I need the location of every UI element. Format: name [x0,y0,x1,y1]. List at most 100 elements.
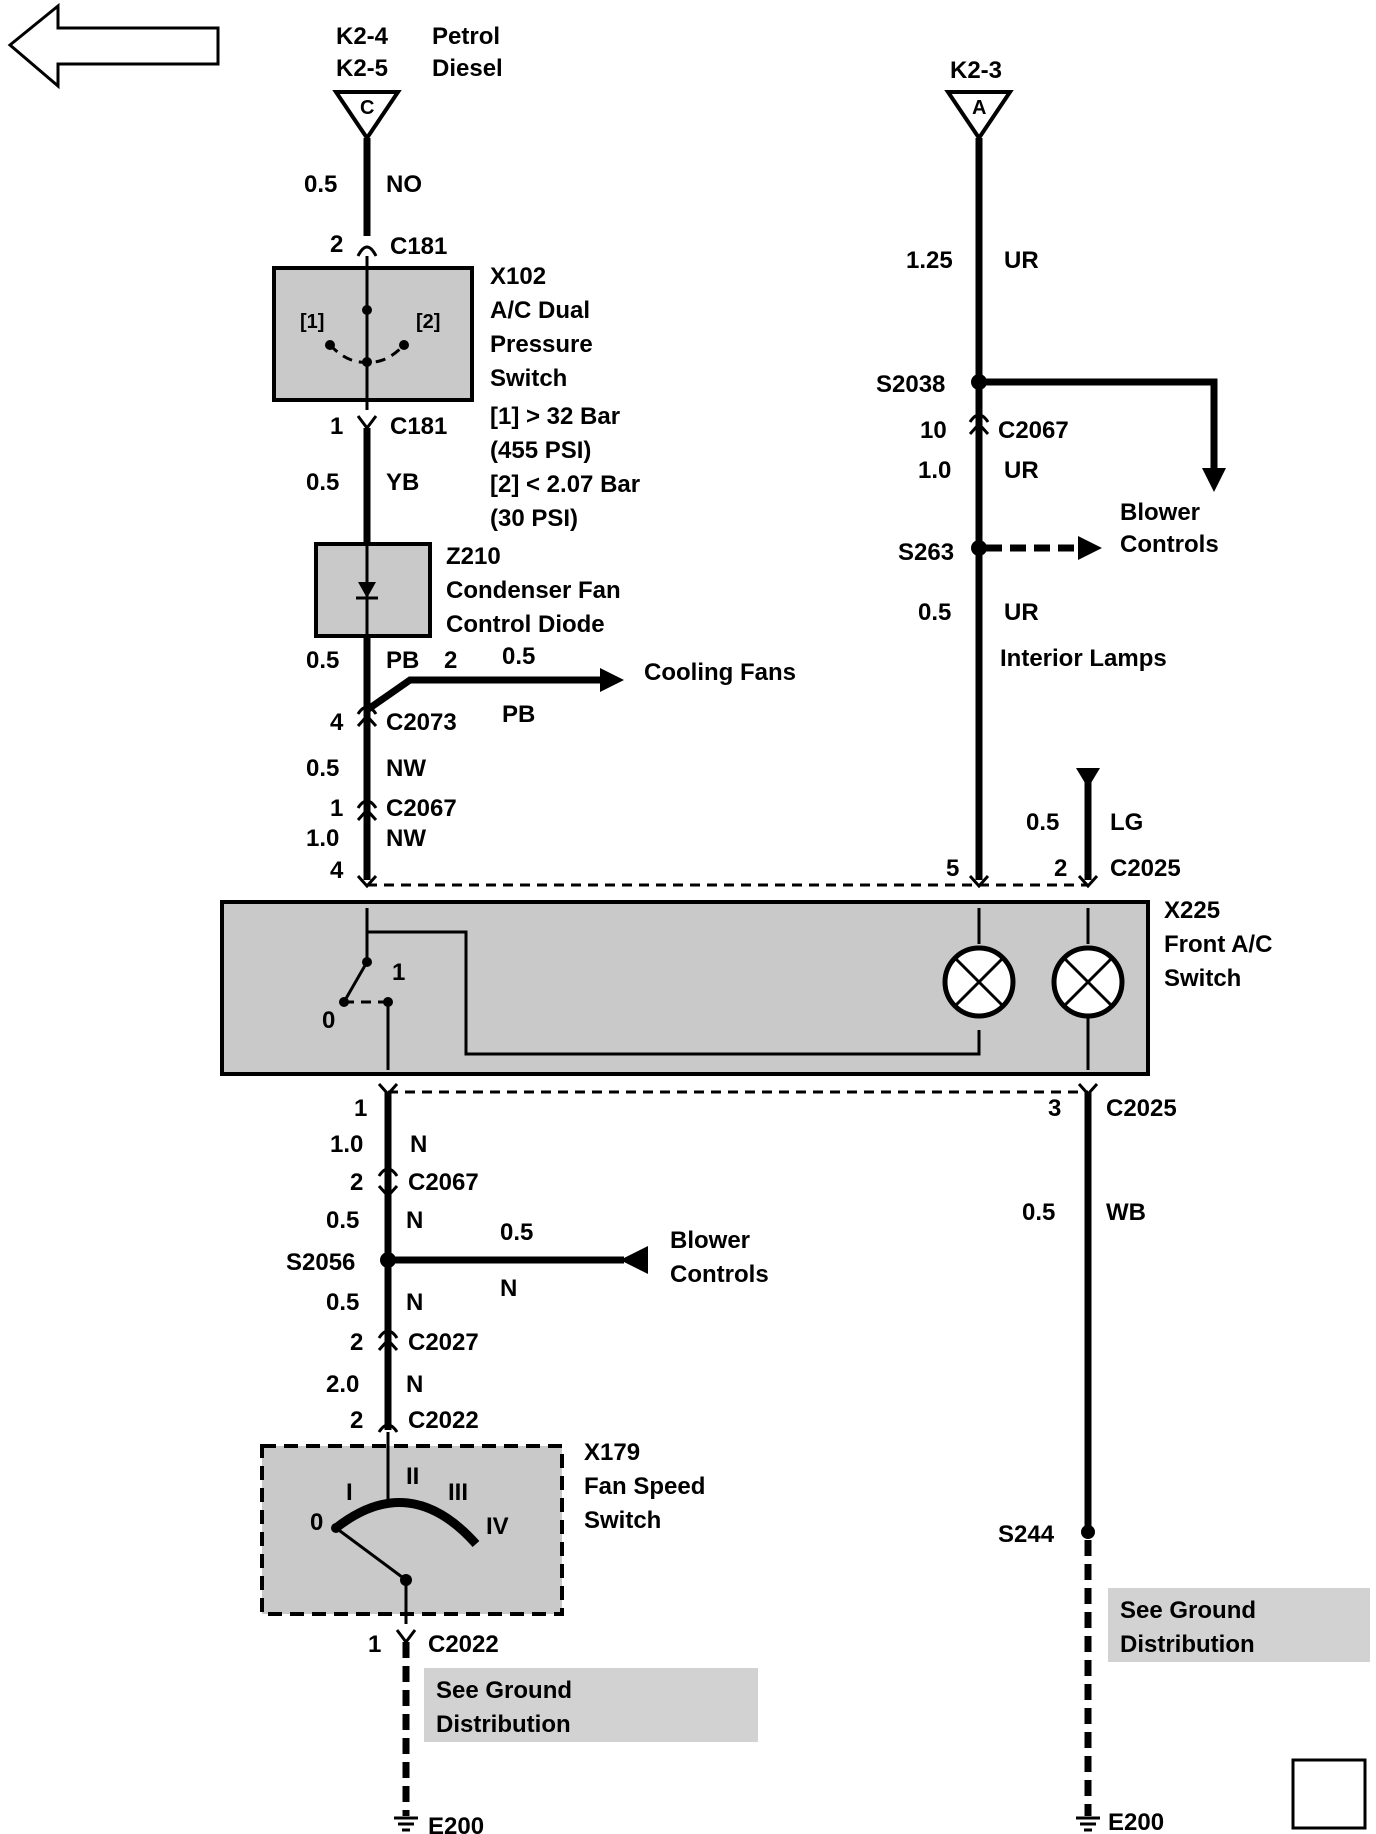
blower-controls-label: Controls [1120,531,1219,558]
x102-pos1: [1] [300,311,324,333]
splice-dot [971,374,987,390]
wire-size: 0.5 [918,599,951,626]
x225-pos0: 0 [322,1007,335,1034]
inline-connector-icon [968,413,990,436]
inline-connector-icon [377,1167,399,1199]
arrow-left-icon [620,1246,648,1274]
ground-note-line2: Distribution [436,1711,571,1738]
wire-color: N [410,1131,427,1158]
x102-line2: Pressure [490,331,593,358]
splice-dot [1081,1525,1095,1539]
wire-color: N [500,1275,517,1302]
connector-male-icon [356,415,378,431]
pin-number: 2 [444,647,457,674]
connector-c2022-bottom: C2022 [428,1631,499,1658]
ground-icon [394,1816,418,1832]
splice-dot [971,540,987,556]
source-ref-diesel: K2-5 [336,55,388,82]
wire-color: NW [386,825,426,852]
pin-number: 2 [1054,855,1067,882]
x225-pos1: 1 [392,959,405,986]
wire-size: 1.25 [906,247,953,274]
pin-number: 1 [354,1095,367,1122]
source-label-petrol: Petrol [432,23,500,50]
x179-line1: Fan Speed [584,1473,705,1500]
splice-s2056: S2056 [286,1249,355,1276]
pin-number: 4 [330,857,344,884]
wire-size: 0.5 [500,1219,533,1246]
x102-line3: Switch [490,365,567,392]
source-ref-k2-3: K2-3 [950,57,1002,84]
z210-id: Z210 [446,543,501,570]
svg-text:A: A [972,97,986,119]
wire-size: 0.5 [326,1289,359,1316]
ground-note [424,1668,758,1742]
spec-2: [2] < 2.07 Bar [490,471,640,498]
wire-size: 0.5 [306,469,339,496]
connector-c2025-top: C2025 [1110,855,1181,882]
wire-size: 1.0 [918,457,951,484]
ground-note-line1: See Ground [436,1677,572,1704]
lamp-icon [1051,908,1125,1070]
pin-number: 1 [368,1631,381,1658]
inline-connector-icon [377,1329,399,1352]
blower-controls-label: Blower [670,1227,750,1254]
pin-number: 1 [330,413,343,440]
arrow-right-icon [1078,536,1102,560]
connector-c2025-bottom: C2025 [1106,1095,1177,1122]
x179-id: X179 [584,1439,640,1466]
wire-size: 1.0 [330,1131,363,1158]
connector-c2022-top: C2022 [408,1407,479,1434]
connector-c-icon: C [332,90,402,142]
wire-size: 2.0 [326,1371,359,1398]
connector-female-icon [377,1423,399,1433]
x179-pos1: I [346,1479,353,1506]
pin-number: 2 [330,231,343,258]
wire-color: PB [386,647,419,674]
blower-controls-label: Controls [670,1261,769,1288]
x179-pos0: 0 [310,1509,323,1536]
wire-size: 0.5 [1026,809,1059,836]
x225-line1: Front A/C [1164,931,1272,958]
splice-s263: S263 [898,539,954,566]
connector-c2067: C2067 [386,795,457,822]
wire-color: WB [1106,1199,1146,1226]
wire-size: 0.5 [326,1207,359,1234]
connector-c2073: C2073 [386,709,457,736]
wire-size: 1.0 [306,825,339,852]
pin-number: 10 [920,417,947,444]
wire-color: PB [502,701,535,728]
wire-color: N [406,1207,423,1234]
spec-2b: (30 PSI) [490,505,578,532]
cooling-fans-label: Cooling Fans [644,659,796,686]
connector-c181-top: C181 [390,233,447,260]
x179-pos3: III [448,1479,468,1506]
source-label-diesel: Diesel [432,55,503,82]
arrow-down-icon [1202,468,1226,492]
corner-box[interactable] [1291,1758,1367,1830]
z210-line1: Condenser Fan [446,577,621,604]
wire-size: 0.5 [306,755,339,782]
wire-size: 0.5 [306,647,339,674]
ground-note-line2: Distribution [1120,1631,1255,1658]
pin-number: 5 [946,855,959,882]
ground-note-line1: See Ground [1120,1597,1256,1624]
connector-female-icon [356,245,378,257]
wire-size: 0.5 [304,171,337,198]
connector-c2027: C2027 [408,1329,479,1356]
connector-male-icon [395,1629,417,1645]
spec-1: [1] > 32 Bar [490,403,620,430]
arrow-right-icon [600,668,624,692]
x179-pos4: IV [486,1513,509,1540]
lamp-icon [942,908,1016,1019]
x102-pressure-switch [272,266,474,402]
inline-connector-icon [356,799,378,822]
wire-color: LG [1110,809,1143,836]
blower-controls-label: Blower [1120,499,1200,526]
x102-line1: A/C Dual [490,297,590,324]
x179-pos2: II [406,1463,419,1490]
x179-fan-speed-switch [260,1444,564,1616]
back-arrow-icon[interactable] [7,2,220,90]
splice-s2038: S2038 [876,371,945,398]
ground-note [1108,1588,1370,1662]
